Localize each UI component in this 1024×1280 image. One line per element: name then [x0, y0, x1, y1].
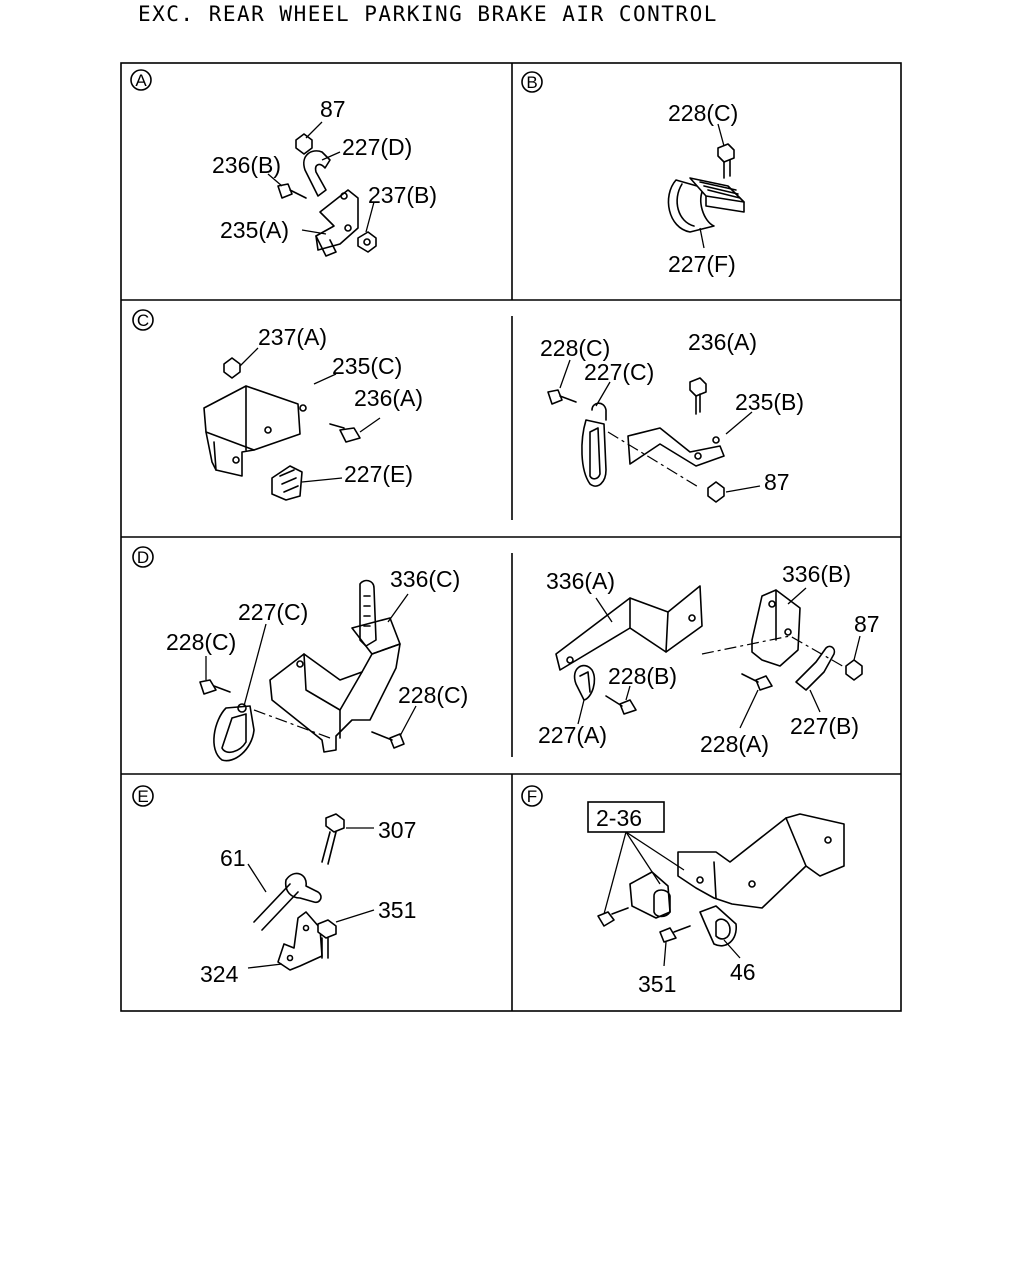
svg-text:C: C — [137, 311, 149, 330]
section-b: B 228(C) 227(F) — [521, 71, 745, 277]
label-87-d: 87 — [854, 611, 880, 637]
bolt-part — [199, 679, 217, 695]
nut-part — [295, 133, 313, 155]
section-e-badge: E — [132, 785, 154, 807]
clip-part — [271, 465, 303, 501]
label-237a: 237(A) — [258, 324, 327, 350]
label-236b: 236(B) — [212, 152, 281, 178]
clip-part — [284, 872, 322, 904]
section-c-badge: C — [132, 309, 154, 331]
section-d-badge: D — [132, 546, 154, 568]
nut-part — [845, 659, 863, 681]
label-228a: 228(A) — [700, 731, 769, 757]
clip-part — [213, 705, 255, 762]
label-336a: 336(A) — [546, 568, 615, 594]
section-a: A 87 227(D) 236(B) 237(B) 235(A) — [130, 69, 437, 257]
bolt-part — [325, 813, 345, 833]
grid-frame — [120, 62, 902, 1012]
label-235b: 235(B) — [735, 389, 804, 415]
clip-part — [629, 871, 671, 919]
bracket-part — [751, 589, 801, 667]
label-227f: 227(F) — [668, 251, 736, 277]
section-f: F 2-36 351 46 — [521, 785, 845, 997]
nut-part — [357, 231, 377, 253]
label-87: 87 — [320, 96, 346, 122]
label-235a: 235(A) — [220, 217, 289, 243]
label-61: 61 — [220, 845, 246, 871]
clamp-part — [667, 179, 715, 233]
diagram-title: EXC. REAR WHEEL PARKING BRAKE AIR CONTRO… — [138, 2, 718, 26]
label-351-f: 351 — [638, 971, 676, 997]
label-227e: 227(E) — [344, 461, 413, 487]
hose-part — [253, 883, 299, 931]
svg-text:A: A — [135, 71, 147, 90]
label-336c: 336(C) — [390, 566, 460, 592]
label-227b: 227(B) — [790, 713, 859, 739]
label-227c: 227(C) — [584, 359, 654, 385]
label-307: 307 — [378, 817, 416, 843]
label-235c: 235(C) — [332, 353, 402, 379]
section-c: C 237(A) 235(C) 236(A) 227(E) — [132, 309, 804, 503]
label-227c-d: 227(C) — [238, 599, 308, 625]
nut-part — [223, 357, 241, 379]
bracket-part — [627, 427, 725, 467]
label-236a: 236(A) — [354, 385, 423, 411]
nut-part — [707, 481, 725, 503]
label-228c-d-right: 228(C) — [398, 682, 468, 708]
svg-text:D: D — [137, 548, 149, 567]
label-237b: 237(B) — [368, 182, 437, 208]
section-a-badge: A — [130, 69, 152, 91]
label-46: 46 — [730, 959, 756, 985]
bolt-part — [689, 377, 707, 397]
clip-part — [573, 664, 596, 701]
label-227a: 227(A) — [538, 722, 607, 748]
label-228c-d-left: 228(C) — [166, 629, 236, 655]
section-b-badge: B — [521, 71, 543, 93]
clip-part — [795, 645, 836, 691]
label-87-c: 87 — [764, 469, 790, 495]
bracket-part — [277, 911, 323, 971]
bolt-part — [329, 423, 361, 443]
label-228c: 228(C) — [540, 335, 610, 361]
bracket-part — [677, 813, 845, 909]
label-227d: 227(D) — [342, 134, 412, 160]
bracket-part — [269, 643, 401, 753]
bracket-part — [203, 385, 301, 451]
label-2-36: 2-36 — [596, 805, 642, 831]
label-351-e: 351 — [378, 897, 416, 923]
svg-text:F: F — [527, 787, 537, 806]
clamp-part — [699, 905, 737, 947]
label-228b: 228(B) — [608, 663, 677, 689]
bolt-part — [547, 389, 563, 405]
section-f-badge: F — [521, 785, 543, 807]
clip-part — [303, 150, 331, 197]
label-324: 324 — [200, 961, 239, 987]
bolt-part — [317, 919, 337, 939]
bolt-part — [717, 143, 735, 163]
section-d: D 336(C) 227(C) 228(C) 228(C) — [132, 546, 880, 762]
bracket-part — [555, 585, 703, 671]
bolt-part — [659, 927, 677, 943]
strap-part — [359, 579, 377, 647]
label-236a-right: 236(A) — [688, 329, 757, 355]
label-336b: 336(B) — [782, 561, 851, 587]
svg-text:B: B — [526, 73, 537, 92]
section-e: E 307 61 351 324 — [132, 785, 416, 987]
svg-text:E: E — [137, 787, 148, 806]
bolt-part — [389, 733, 405, 749]
bracket-part — [315, 189, 359, 251]
bolt-part — [755, 675, 773, 691]
bolt-part — [277, 183, 307, 199]
clip-part — [581, 419, 607, 487]
bolt-part — [619, 699, 637, 715]
label-228c: 228(C) — [668, 100, 738, 126]
